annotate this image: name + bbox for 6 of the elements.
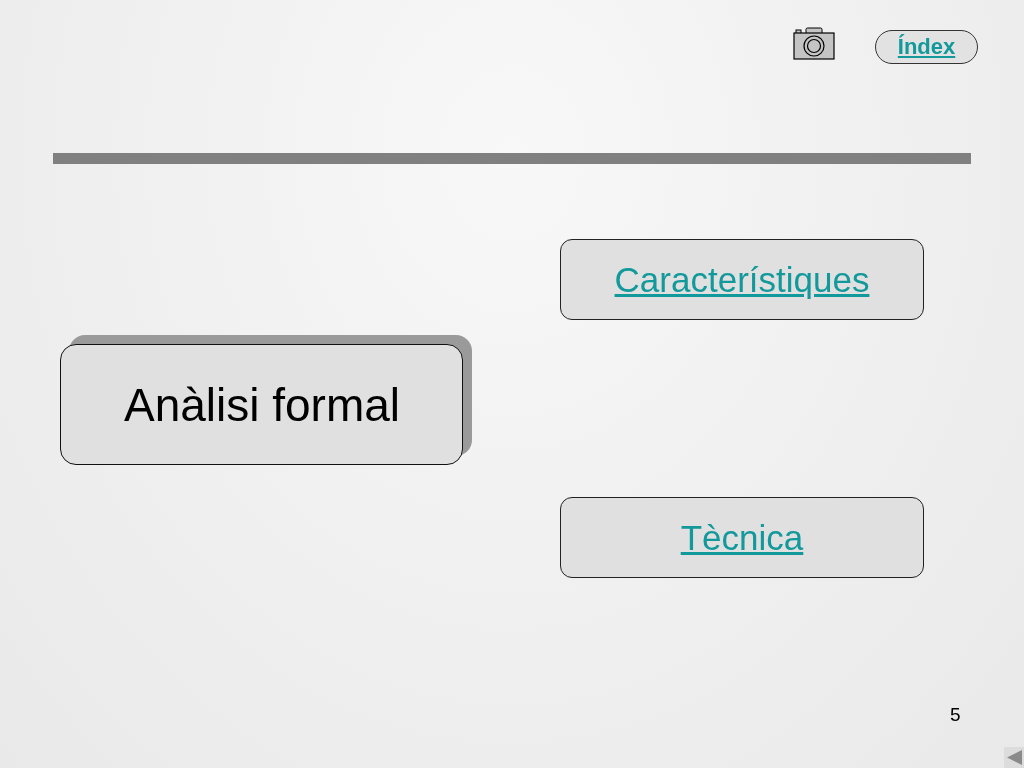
index-button: Índex bbox=[875, 30, 978, 64]
topic-button: Característiques bbox=[560, 239, 924, 320]
page-number: 5 bbox=[950, 705, 961, 726]
topic-button: Tècnica bbox=[560, 497, 924, 578]
title-text: Anàlisi formal bbox=[123, 378, 401, 431]
title-panel bbox=[60, 335, 472, 465]
